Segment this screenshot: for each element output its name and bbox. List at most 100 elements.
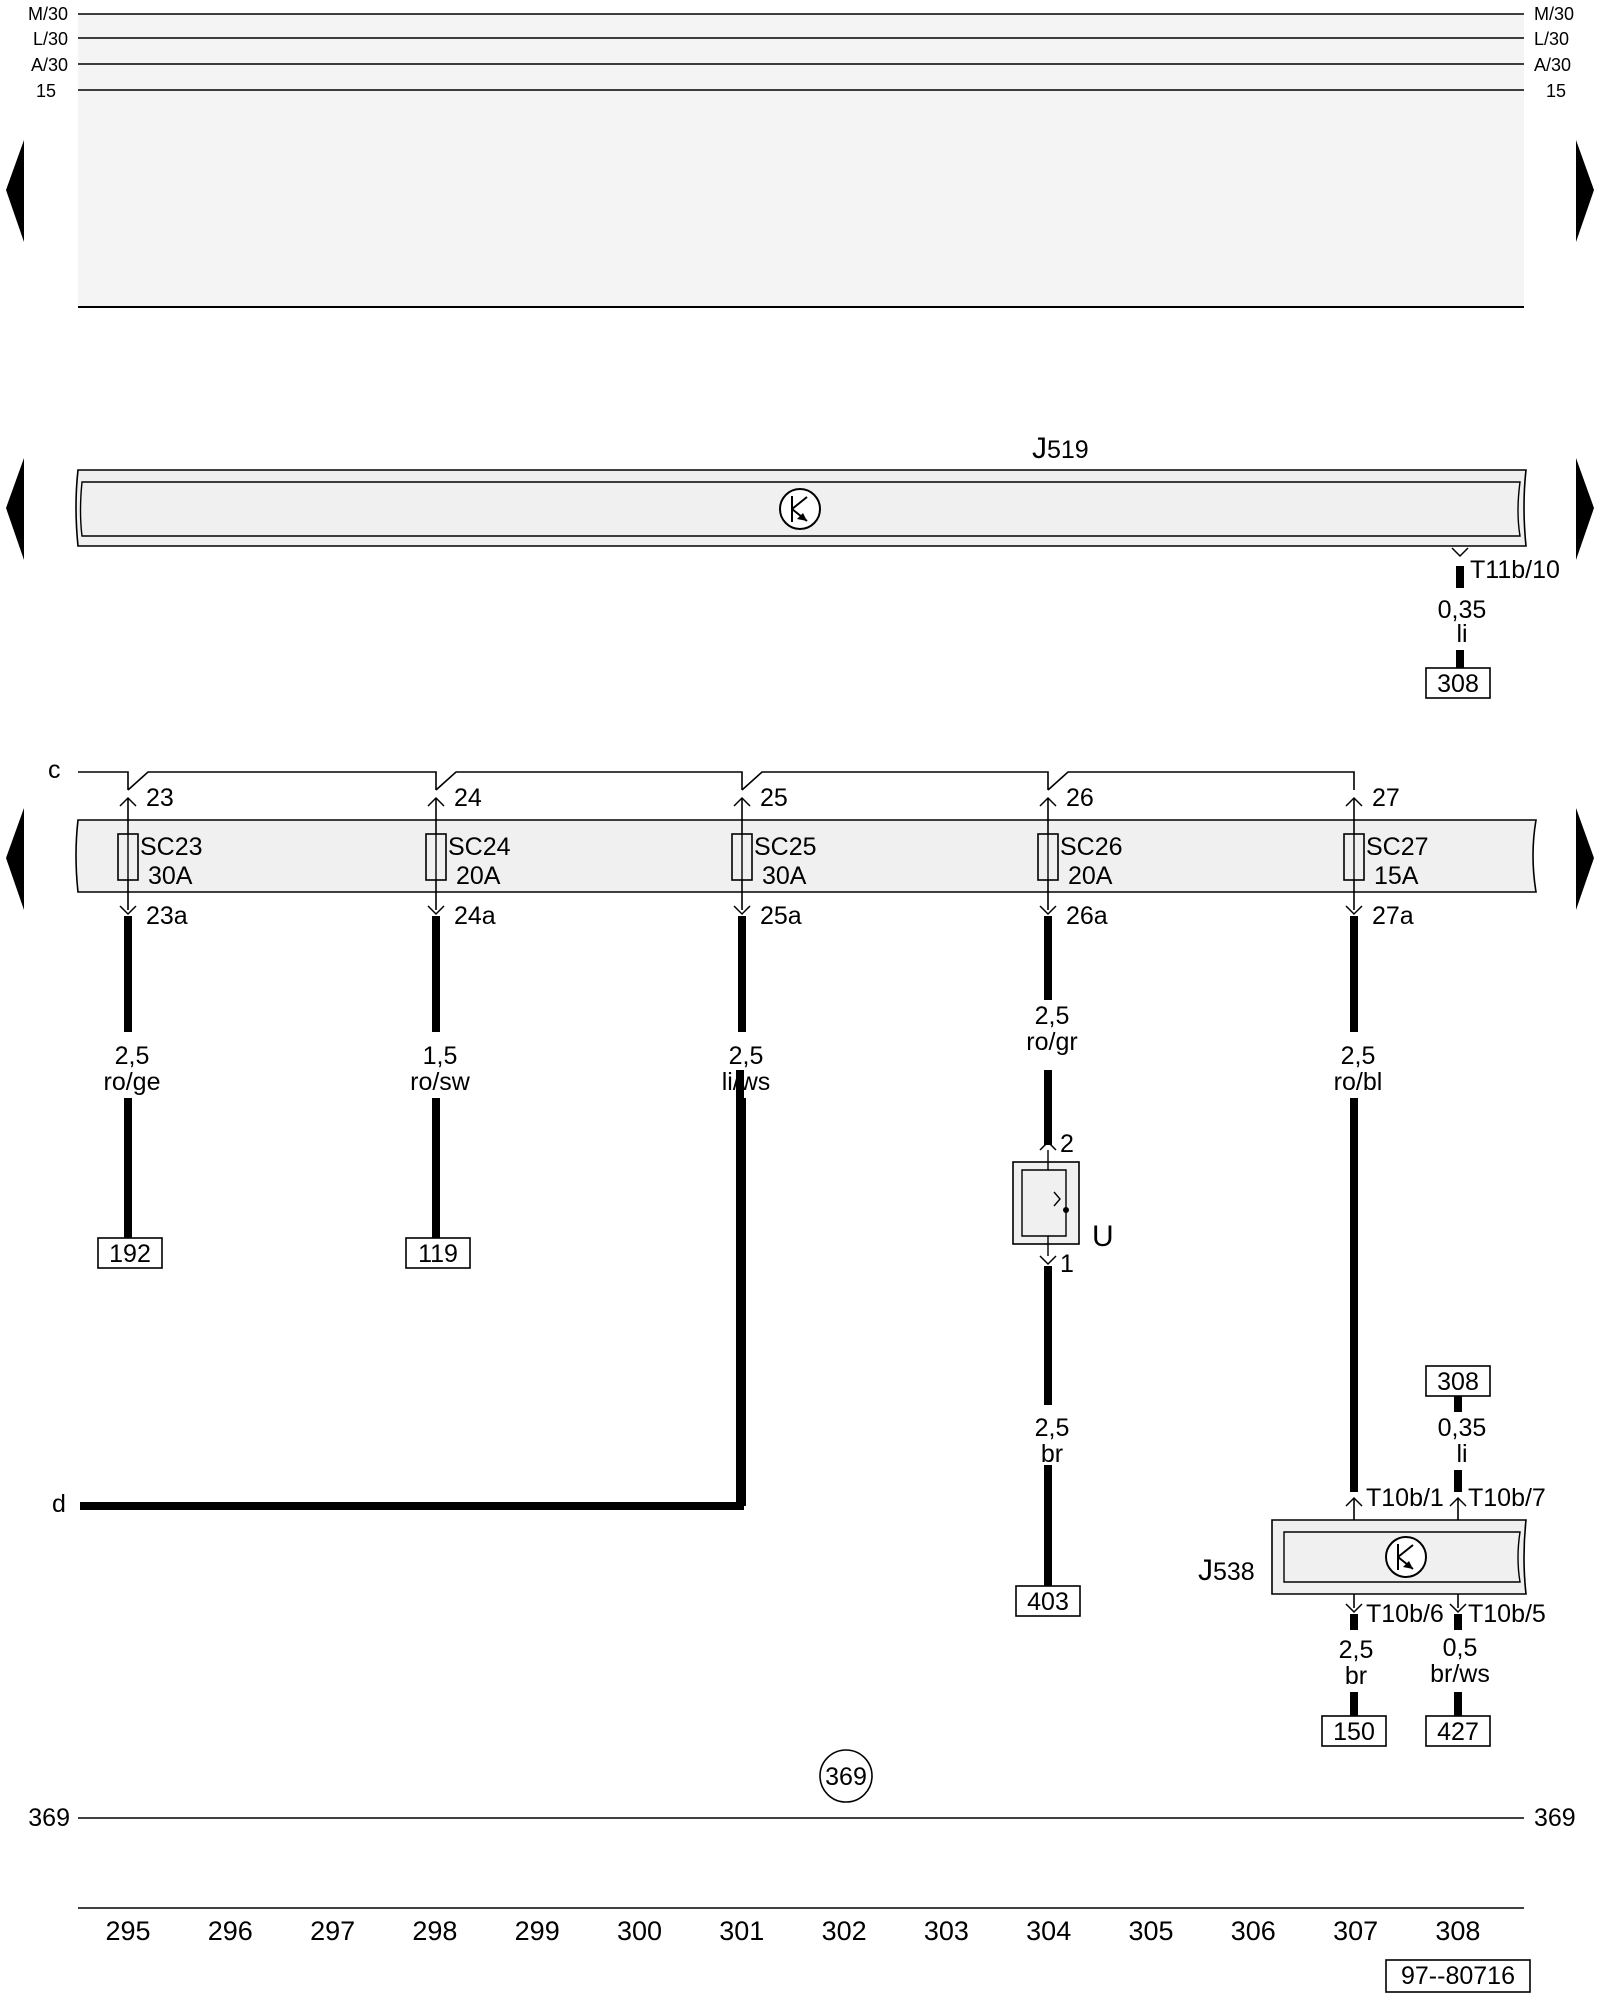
connector-arrow-icon	[733, 905, 751, 916]
fuse-pin-out: 27a	[1372, 902, 1414, 930]
j519-wire-color: li	[1456, 620, 1467, 648]
ground-left-label: 369	[28, 1804, 70, 1832]
wire-bus-24-25	[435, 771, 743, 791]
fuse-wire-size: 1,5	[423, 1042, 458, 1070]
rail-label-left-a30: A/30	[31, 55, 68, 75]
terminal-c-label: c	[48, 756, 61, 784]
wire-bus-23-24	[127, 771, 437, 791]
fuse-label: SC25	[754, 833, 817, 861]
j538-pin-in7: T10b/7	[1468, 1484, 1546, 1512]
j538-pin-out5: T10b/5	[1468, 1600, 1546, 1628]
fuse-pin-out: 24a	[454, 902, 496, 930]
j538-out5-wire-color: br/ws	[1430, 1660, 1490, 1688]
fuse-wire-size: 2,5	[1035, 1002, 1070, 1030]
fuse-rating: 30A	[762, 862, 807, 890]
ref-box-150-label: 150	[1333, 1718, 1375, 1746]
fuse-pin-in: 26	[1066, 784, 1094, 812]
fuse-pin-out: 25a	[760, 902, 802, 930]
j538-control-unit-icon	[1385, 1536, 1427, 1578]
ref-box-403[interactable]	[1015, 1585, 1081, 1617]
ref-box-427[interactable]	[1425, 1715, 1491, 1747]
grid-number: 306	[1231, 1916, 1276, 1946]
wire-bus-25-26	[741, 771, 1049, 791]
connector-arrow-icon	[1451, 547, 1469, 558]
j519-section: J519 T11b/10 0,35 li 308	[6, 432, 1594, 699]
wire-d-loop	[80, 1070, 744, 1510]
j538-section: 308 0,35 li T10b/1 T10b/7 J538 T10b/6 T1…	[1198, 1365, 1546, 1747]
rail-label-right-a30: A/30	[1534, 55, 1571, 75]
fuse-rating: 30A	[148, 862, 193, 890]
connector-arrow-icon	[1039, 905, 1057, 916]
fuse-wire-color: ro/bl	[1334, 1068, 1383, 1096]
j538-pin-out6: T10b/6	[1366, 1600, 1444, 1628]
socket-u-wire-size: 2,5	[1035, 1414, 1070, 1442]
ref-box-308[interactable]	[1425, 1365, 1491, 1397]
page-arrow-right-icon[interactable]	[1576, 808, 1594, 910]
fuse-rating: 20A	[456, 862, 501, 890]
grid-number: 296	[208, 1916, 253, 1946]
socket-u-inner-path	[1021, 1150, 1049, 1256]
grid-number: 305	[1128, 1916, 1173, 1946]
rail-section: M/30 L/30 A/30 15 M/30 L/30 A/30 15	[6, 4, 1594, 308]
j519-control-unit-icon	[779, 488, 821, 530]
rail-label-right-15: 15	[1546, 81, 1566, 101]
grid-number: 301	[719, 1916, 764, 1946]
page-arrow-right-icon[interactable]	[1576, 458, 1594, 560]
fuse-wire-color: li/ws	[722, 1068, 771, 1096]
ground-section: 369 369 369	[28, 1749, 1576, 1832]
fuse-wire-size: 2,5	[115, 1042, 150, 1070]
socket-u-inner-path-right	[1048, 1169, 1067, 1237]
j519-pin-label: T11b/10	[1470, 556, 1560, 584]
doc-id-label: 97--80716	[1401, 1962, 1515, 1990]
fuse-label: SC27	[1366, 833, 1429, 861]
fuse-wire-size: 2,5	[1341, 1042, 1376, 1070]
j538-top-wire-size: 0,35	[1438, 1414, 1487, 1442]
page-arrow-left-icon[interactable]	[6, 140, 24, 242]
j538-pin-in1: T10b/1	[1366, 1484, 1444, 1512]
ref-box-427-label: 427	[1437, 1718, 1479, 1746]
page-arrow-right-icon[interactable]	[1576, 140, 1594, 242]
fuse-section: c 23SC2330A23a2,5ro/ge19224SC2420A24a1,5…	[6, 756, 1594, 1506]
fuse-wire-color: ro/gr	[1026, 1028, 1077, 1056]
socket-u-label: U	[1092, 1220, 1114, 1253]
connector-arrow-icon	[1039, 1140, 1057, 1151]
ref-box-label: 119	[418, 1240, 458, 1268]
rail-label-right-m30: M/30	[1534, 4, 1574, 24]
ref-box-192[interactable]	[97, 1237, 163, 1269]
grid-number: 308	[1435, 1916, 1480, 1946]
grid-number: 297	[310, 1916, 355, 1946]
fuse-label: SC24	[448, 833, 511, 861]
doc-id-box	[1385, 1959, 1531, 1993]
connector-arrow-icon	[427, 905, 445, 916]
ground-point-number: 369	[825, 1763, 867, 1791]
fuse-wire-color: ro/sw	[410, 1068, 471, 1096]
socket-contact-dot	[1063, 1207, 1069, 1213]
page-arrow-left-icon[interactable]	[6, 808, 24, 910]
socket-u-body	[1012, 1161, 1080, 1245]
socket-u-pin-top: 2	[1060, 1130, 1074, 1158]
fuse-label: SC26	[1060, 833, 1123, 861]
j538-out6-wire-color: br	[1345, 1662, 1367, 1690]
rail-label-left-15: 15	[36, 81, 56, 101]
rail-label-left-m30: M/30	[28, 4, 68, 24]
fuse-pin-out: 26a	[1066, 902, 1108, 930]
ground-point-circle[interactable]	[819, 1749, 873, 1803]
grid-number: 304	[1026, 1916, 1071, 1946]
ref-box-308[interactable]	[1425, 667, 1491, 699]
j538-module-inner	[1283, 1531, 1521, 1583]
connector-arrow-icon	[119, 905, 137, 916]
grid-number: 302	[822, 1916, 867, 1946]
socket-u-wire-color: br	[1041, 1440, 1063, 1468]
page-arrow-left-icon[interactable]	[6, 458, 24, 560]
fuse-pin-out: 23a	[146, 902, 188, 930]
wire-c-feed	[78, 771, 129, 790]
ref-box-119[interactable]	[405, 1237, 471, 1269]
ref-box-150[interactable]	[1321, 1715, 1387, 1747]
terminal-d-group: d	[52, 1070, 744, 1518]
j538-title: J538	[1198, 1554, 1255, 1587]
